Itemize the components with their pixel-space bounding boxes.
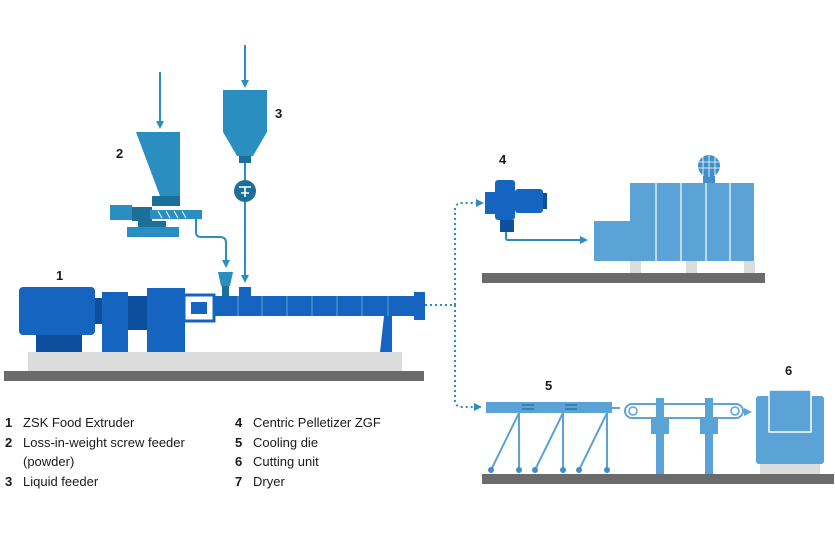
- screw-feeder-group: [110, 72, 230, 268]
- conveyor-belt: [624, 403, 744, 419]
- extruder-gearbox: [102, 292, 128, 352]
- conveyor-post-left: [656, 398, 664, 474]
- extruder-motor-foot: [36, 335, 82, 352]
- feeder-base: [127, 227, 179, 237]
- feeder-hopper-outlet: [152, 196, 180, 206]
- cooling-die-couplings: [522, 404, 577, 410]
- barrel-segment-lines: [237, 296, 389, 316]
- extruder-feed-funnel: [218, 272, 233, 286]
- pelletizer-dryer-group: [482, 155, 765, 283]
- dryer-leg-2: [686, 261, 697, 273]
- dryer-inlet: [594, 221, 630, 261]
- liquid-feeder-group: [223, 45, 267, 283]
- dotted-arrow-lower: [474, 403, 482, 411]
- label-pelletizer-number: 4: [499, 152, 507, 167]
- liquid-tank: [223, 90, 267, 156]
- dryer-body: [630, 183, 754, 261]
- extruder-lantern-shaft: [191, 302, 207, 314]
- conveyor-roller-right: [730, 406, 740, 416]
- extruder-base: [28, 352, 402, 371]
- cutting-unit-foot: [760, 464, 820, 474]
- pelletizer-to-dryer-line: [505, 232, 588, 244]
- pelletizer-motor: [515, 189, 543, 213]
- pelletizer-motor-end: [543, 193, 547, 209]
- label-cooling-die-number: 5: [545, 378, 552, 393]
- feeder-to-extruder-line: [195, 219, 230, 268]
- extruder-joint: [128, 296, 148, 330]
- cooling-die-legs: [490, 412, 608, 471]
- dryer-fan-neck: [703, 176, 715, 183]
- feeder-motor: [110, 205, 132, 220]
- upper-ground: [482, 273, 765, 283]
- legend-item-continuation: (powder): [23, 454, 75, 469]
- label-cutting-unit-number: 6: [785, 363, 792, 378]
- dryer-fan-grille: [698, 155, 720, 177]
- extruder-barrel: [214, 296, 414, 316]
- cooling-die-feet: [488, 467, 610, 473]
- dotted-routing: [425, 202, 476, 408]
- cutting-unit-hood: [768, 389, 812, 433]
- feeder-hopper: [136, 132, 180, 196]
- feeder-screw-flights: [157, 210, 187, 219]
- extruder-motor: [19, 287, 95, 335]
- conveyor-block-left: [651, 418, 669, 434]
- feeder-gear: [132, 207, 152, 221]
- label-liquid-feeder-number: 3: [275, 106, 282, 121]
- extruder-group: [4, 272, 425, 381]
- dryer-leg-3: [744, 261, 755, 273]
- conveyor-post-right: [705, 398, 713, 474]
- feeder-stand: [138, 221, 166, 227]
- cooling-cutting-group: [482, 389, 834, 484]
- extruder-ground: [4, 371, 424, 381]
- cooling-die: [486, 402, 612, 413]
- liquid-tank-outlet: [239, 156, 251, 163]
- conveyor-block-right: [700, 418, 718, 434]
- liquid-pump-glyph: [239, 186, 251, 197]
- extruder-coupling: [95, 298, 103, 324]
- label-screw-feeder-number: 2: [116, 146, 123, 161]
- conveyor-roller-left: [628, 406, 638, 416]
- pelletizer-body: [495, 180, 515, 220]
- extruder-drive: [147, 288, 185, 352]
- dryer-panel-lines: [655, 183, 731, 261]
- extruder-support: [380, 316, 392, 352]
- conveyor-exit-arrow: [744, 408, 752, 416]
- dotted-arrow-upper: [476, 199, 484, 207]
- pelletizer-foot: [500, 220, 514, 232]
- dryer-leg-1: [630, 261, 641, 273]
- pelletizer-head: [485, 192, 495, 214]
- extruder-liquid-inlet: [239, 287, 251, 296]
- extruder-feed-funnel-neck: [222, 286, 229, 296]
- lower-ground: [482, 474, 834, 484]
- label-extruder-number: 1: [56, 268, 63, 283]
- extruder-die-plate: [414, 292, 425, 320]
